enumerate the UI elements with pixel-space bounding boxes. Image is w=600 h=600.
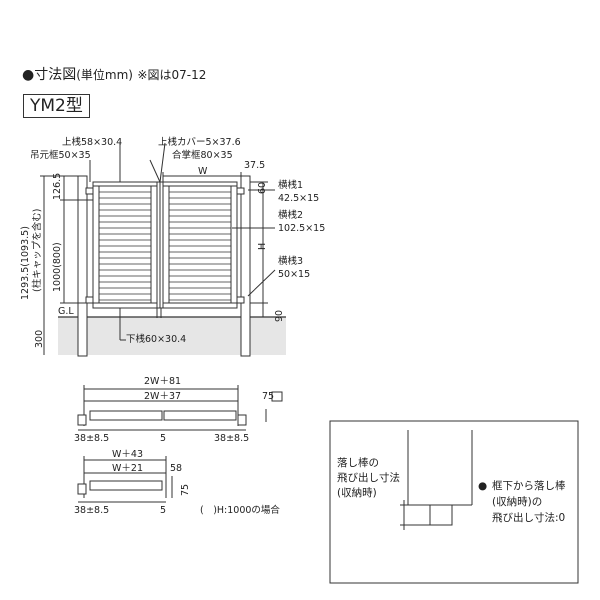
label-single-left: 38±8.5 [74,505,110,516]
plan-single [77,456,173,503]
drop-rod-panel [329,420,579,584]
label-d-1293-5: 1293.5(1093.5) [20,226,31,300]
header-unit: (単位mm) [76,68,133,82]
label-single-d-75: 75 [180,483,191,496]
label-rail3-size: 50×15 [278,269,311,280]
right-post [240,175,251,357]
panel-label-1: 落し棒の [337,457,379,469]
label-plan-left: 38±8.5 [74,433,110,444]
label-rail2-size: 102.5×15 [278,223,326,234]
header-title: 寸法図 [34,67,77,83]
left-post [77,175,88,357]
label-d-300: 300 [34,329,45,348]
label-d-126-5: 126.5 [52,172,63,200]
label-rail2-name: 横桟2 [278,210,304,221]
label-single-d-58: 58 [170,463,183,474]
label-plan-right: 38±8.5 [214,433,250,444]
label-h: H [257,242,268,250]
label-w: W [198,166,208,177]
panel-label-2: 飛び出し寸法 [337,472,400,484]
header-note: ※図は07-12 [137,68,207,82]
label-rail1-name: 横桟1 [278,180,304,191]
header: ●寸法図(単位mm) ※図は07-12 [22,64,206,84]
panel-right-2: (収納時)の [492,496,543,508]
label-d-90: 90 [274,309,285,322]
label-meeting-frame: 合掌框80×35 [172,150,233,161]
label-plan-center: 5 [160,433,167,444]
label-2w81: 2W＋81 [144,376,182,387]
label-plan-d-75: 75 [262,391,275,402]
right-leaf [162,181,238,309]
panel-right-3: 飛び出し寸法:0 [492,512,566,524]
label-single-note: ( )H:1000の場合 [200,505,280,516]
label-single-center: 5 [160,505,167,516]
label-d-37-5: 37.5 [244,160,266,171]
bullet-icon: ● [22,67,35,83]
label-bottom-rail: 下桟60×30.4 [126,334,187,345]
label-w43: W＋43 [112,449,143,460]
label-w21: W＋21 [112,463,143,474]
label-post-cap-note: (柱キャップを含む) [32,208,43,292]
model-title: YM2型 [23,94,90,118]
panel-bullet-icon: ● [478,480,488,492]
label-gl: G.L [58,306,74,317]
plan-double [77,385,283,431]
label-top-rail: 上桟58×30.4 [62,137,123,148]
label-rail3-name: 横桟3 [278,256,304,267]
panel-label-3: (収納時) [337,487,377,499]
label-d-60: 60 [257,181,268,194]
left-leaf [92,181,158,309]
label-d-1000-800: 1000(800) [52,242,63,292]
label-hinge-frame: 吊元框50×35 [30,150,91,161]
label-top-rail-cover: 上桟カバー5×37.6 [158,137,241,148]
label-rail1-size: 42.5×15 [278,193,320,204]
panel-right-1: 框下から落し棒 [492,480,566,492]
label-2w37: 2W＋37 [144,391,182,402]
